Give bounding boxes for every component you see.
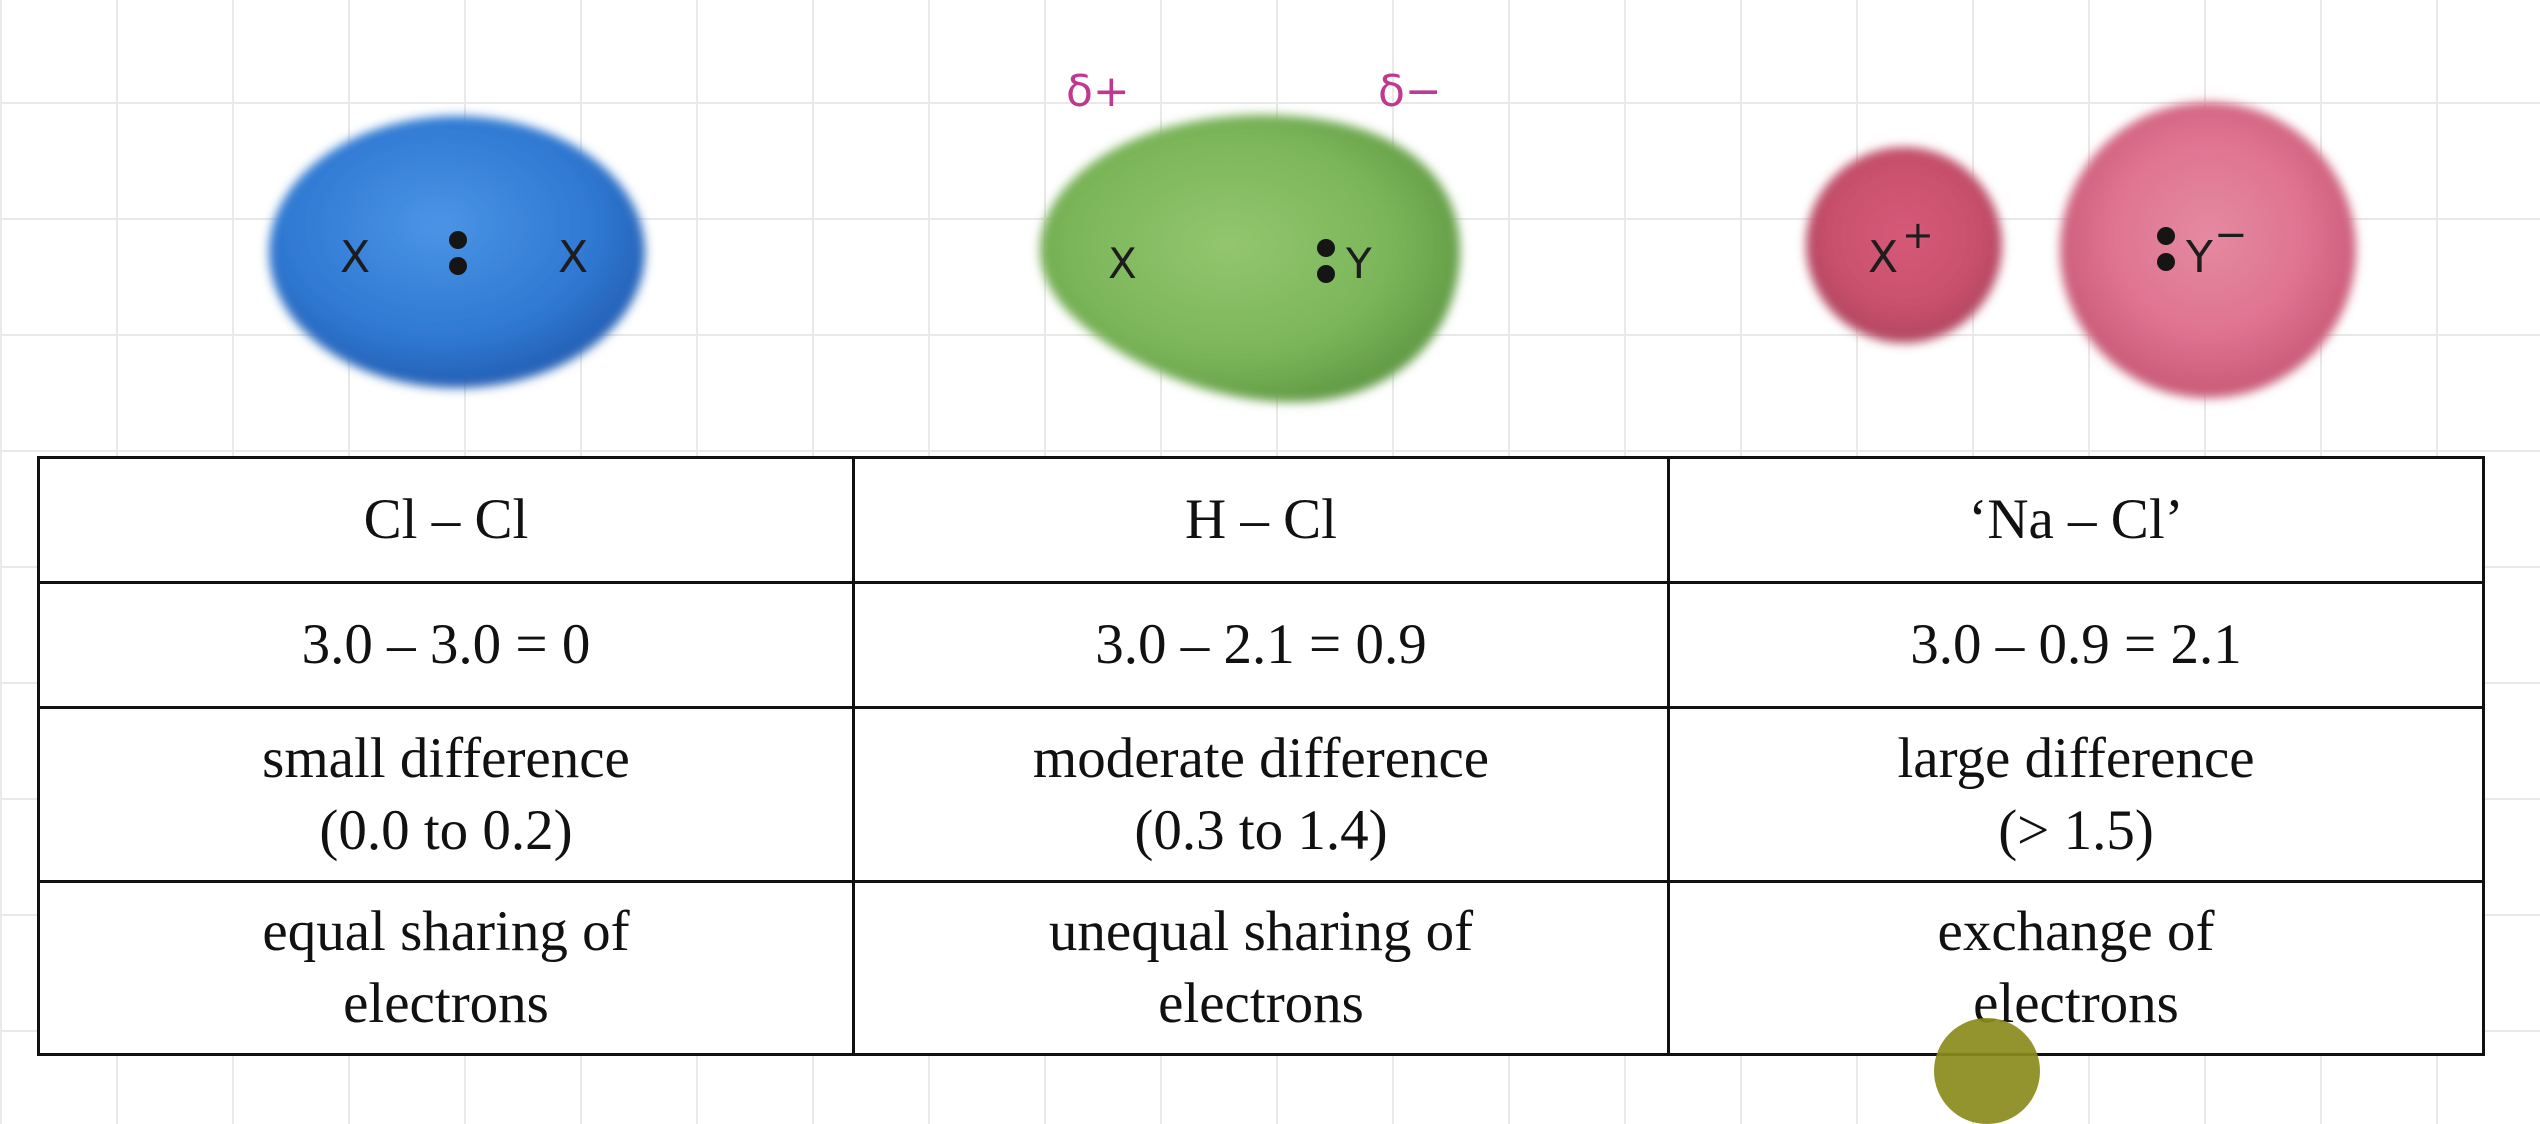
pointer-highlight-blob: [1934, 1018, 2040, 1124]
difference-range: (0.0 to 0.2): [319, 798, 573, 862]
sharing-cell: equal sharing of electrons: [37, 880, 855, 1056]
anion-electron-pair-top: [2157, 227, 2175, 245]
sharing-cell: unequal sharing of electrons: [852, 880, 1670, 1056]
bond-label: ‘Na – Cl’: [1968, 488, 2184, 551]
partial-negative-label: δ−: [1378, 66, 1442, 117]
sharing-text-line1: exchange of: [1937, 900, 2215, 963]
sharing-text-line1: unequal sharing of: [1048, 900, 1474, 963]
difference-range: (> 1.5): [1998, 798, 2154, 862]
bond-illustrations: X X δ+ δ− X Y X + Y −: [269, 66, 2356, 403]
difference-cell: small difference (0.0 to 0.2): [37, 706, 855, 883]
calculation-text: 3.0 – 2.1 = 0.9: [1095, 613, 1427, 676]
difference-row: small difference (0.0 to 0.2) moderate d…: [37, 706, 2485, 883]
cation-sphere: [1806, 147, 2002, 343]
nonpolar-electron-cloud: [269, 116, 645, 388]
nonpolar-electron-pair-top: [449, 231, 467, 249]
anion-charge-label: −: [2214, 212, 2248, 258]
calculation-text: 3.0 – 3.0 = 0: [301, 613, 591, 676]
bond-comparison-table: Cl – Cl H – Cl ‘Na – Cl’ 3.0 – 3.0 = 0 3…: [37, 456, 2485, 1056]
calculation-text: 3.0 – 0.9 = 2.1: [1910, 613, 2242, 676]
difference-range: (0.3 to 1.4): [1134, 798, 1388, 862]
bond-cell-na-cl: ‘Na – Cl’: [1667, 456, 2485, 584]
difference-label: large difference: [1897, 726, 2255, 790]
sharing-text-line2: electrons: [1973, 972, 2179, 1035]
anion-sphere: [2060, 102, 2356, 398]
anion-electron-pair-bottom: [2157, 253, 2175, 271]
bond-cell-cl-cl: Cl – Cl: [37, 456, 855, 584]
nonpolar-bond-illustration: X X: [269, 116, 645, 388]
polar-right-atom-label: Y: [1345, 239, 1372, 288]
calculation-cell: 3.0 – 2.1 = 0.9: [852, 581, 1670, 709]
nonpolar-right-atom-label: X: [558, 232, 588, 283]
calculation-cell: 3.0 – 3.0 = 0: [37, 581, 855, 709]
sharing-cell: exchange of electrons: [1667, 880, 2485, 1056]
partial-positive-label: δ+: [1066, 66, 1130, 117]
polar-electron-pair-bottom: [1317, 265, 1335, 283]
bond-row: Cl – Cl H – Cl ‘Na – Cl’: [37, 456, 2485, 584]
bond-label: H – Cl: [1184, 488, 1338, 551]
polar-electron-pair-top: [1317, 239, 1335, 257]
cation-label: X: [1868, 232, 1898, 283]
nonpolar-left-atom-label: X: [340, 232, 370, 283]
cation-charge-label: +: [1902, 213, 1934, 257]
anion-label: Y: [2185, 232, 2213, 283]
bond-label: Cl – Cl: [363, 488, 529, 551]
calculation-row: 3.0 – 3.0 = 0 3.0 – 2.1 = 0.9 3.0 – 0.9 …: [37, 581, 2485, 709]
calculation-cell: 3.0 – 0.9 = 2.1: [1667, 581, 2485, 709]
difference-cell: moderate difference (0.3 to 1.4): [852, 706, 1670, 883]
sharing-row: equal sharing of electrons unequal shari…: [37, 880, 2485, 1056]
sharing-text-line2: electrons: [343, 972, 549, 1035]
nonpolar-electron-pair-bottom: [449, 257, 467, 275]
difference-label: small difference: [262, 726, 630, 790]
polar-electron-cloud: [1040, 114, 1460, 403]
sharing-text-line2: electrons: [1158, 972, 1364, 1035]
difference-cell: large difference (> 1.5): [1667, 706, 2485, 883]
bond-cell-h-cl: H – Cl: [852, 456, 1670, 584]
polar-left-atom-label: X: [1108, 239, 1137, 288]
sharing-text-line1: equal sharing of: [262, 900, 630, 963]
polar-bond-illustration: δ+ δ− X Y: [1040, 66, 1460, 403]
difference-label: moderate difference: [1032, 726, 1490, 790]
ionic-bond-illustration: X + Y −: [1806, 102, 2356, 398]
